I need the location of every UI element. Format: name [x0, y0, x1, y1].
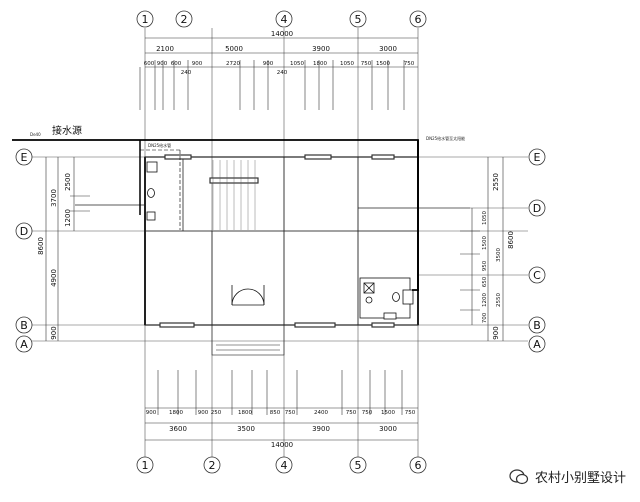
axis-left-B: B	[20, 319, 28, 332]
bottom-detail-3: 900	[198, 410, 209, 416]
top-detail-11: 1500	[376, 61, 390, 67]
bottom-total: 14000	[271, 441, 293, 449]
axis-top-2: 2	[181, 13, 188, 26]
bottom-detail-1: 900	[146, 410, 157, 416]
top-span-2: 5000	[225, 45, 243, 53]
bottom-detail-10: 750	[362, 410, 373, 416]
right-outer-3: 900	[492, 326, 500, 339]
watermark-text: 农村小别墅设计	[534, 471, 626, 486]
water-supply-pipe	[12, 139, 419, 291]
top-total: 14000	[271, 30, 293, 38]
top-detail-6: 900	[263, 61, 274, 67]
plumbing-fixtures	[146, 161, 414, 320]
axis-top-1: 1	[142, 13, 149, 26]
right-inner-4: 650	[482, 276, 488, 287]
bottom-detail-12: 750	[405, 410, 416, 416]
axis-right-D: D	[533, 202, 541, 215]
right-dimension-text: 2550 8600 900 1050 1500 950 650 1200 700…	[482, 173, 515, 340]
left-seg-1: 3700	[50, 189, 58, 207]
left-inner-2: 1200	[64, 209, 72, 227]
top-detail-5: 2720	[226, 61, 240, 67]
bottom-detail-2: 1800	[169, 410, 183, 416]
window-openings	[159, 154, 395, 328]
top-detail-1: 600	[144, 61, 155, 67]
top-240-b: 240	[277, 70, 288, 76]
dimension-lines	[45, 37, 504, 441]
bottom-detail-8: 2400	[314, 410, 328, 416]
right-inner-5: 1200	[482, 293, 488, 307]
top-detail-9: 1050	[340, 61, 354, 67]
top-detail-12: 750	[404, 61, 415, 67]
top-span-1: 2100	[156, 45, 174, 53]
left-inner-1: 2500	[64, 173, 72, 191]
water-source-label: 接水源	[52, 124, 82, 137]
top-span-4: 3000	[379, 45, 397, 53]
axis-bottom-2: 2	[209, 459, 216, 472]
pipe-tag: De40	[30, 132, 41, 137]
axis-bubble-labels: 1 2 4 5 6 1 2 4 5 6 E D B A E D C B A	[20, 13, 541, 472]
bottom-dimension-text: 900 1800 900 250 1800 850 750 2400 750 7…	[146, 410, 416, 449]
bottom-detail-7: 750	[285, 410, 296, 416]
right-inner-3: 950	[482, 260, 488, 271]
bottom-detail-5: 1800	[238, 410, 252, 416]
bottom-detail-11: 1500	[381, 410, 395, 416]
right-inner-8: 2550	[496, 293, 502, 307]
axis-bottom-1: 1	[142, 459, 149, 472]
right-inner-2: 1500	[482, 236, 488, 250]
top-detail-10: 750	[361, 61, 372, 67]
top-240-a: 240	[181, 70, 192, 76]
right-outer-2: 8600	[507, 231, 515, 249]
watermark: 农村小别墅设计	[504, 465, 630, 488]
left-seg-3: 900	[50, 326, 58, 339]
building-walls	[75, 140, 470, 356]
top-detail-2: 900	[157, 61, 168, 67]
axis-top-6: 6	[415, 13, 422, 26]
top-detail-8: 1800	[313, 61, 327, 67]
axis-bottom-5: 5	[355, 459, 362, 472]
axis-grid-lines	[32, 28, 528, 458]
axis-top-4: 4	[281, 13, 288, 26]
entrance-door	[231, 285, 265, 306]
top-dimension-text: 14000 2100 5000 3900 3000 600 900 600 90…	[144, 30, 415, 76]
axis-bottom-6: 6	[415, 459, 422, 472]
axis-right-A: A	[533, 338, 541, 351]
bottom-detail-9: 750	[346, 410, 357, 416]
stairs	[212, 160, 256, 230]
axis-left-D: D	[20, 225, 28, 238]
axis-bottom-4: 4	[281, 459, 288, 472]
wechat-icon	[509, 468, 529, 484]
axis-bubbles	[15, 10, 546, 474]
left-total: 8600	[37, 237, 45, 255]
axis-left-A: A	[20, 338, 28, 351]
bottom-span-2: 3500	[237, 425, 255, 433]
top-detail-3: 600	[171, 61, 182, 67]
left-seg-2: 4900	[50, 269, 58, 287]
axis-right-B: B	[533, 319, 541, 332]
axis-right-E: E	[534, 151, 541, 164]
pipe-note-right: DN25给水管至太阳能	[426, 135, 465, 141]
top-detail-4: 900	[192, 61, 203, 67]
left-dimension-text: 8600 3700 4900 900 2500 1200	[37, 173, 72, 340]
bottom-span-4: 3000	[379, 425, 397, 433]
bottom-detail-4: 250	[211, 410, 222, 416]
right-inner-6: 700	[482, 312, 488, 323]
right-inner-7: 3500	[496, 248, 502, 262]
bottom-span-1: 3600	[169, 425, 187, 433]
bottom-detail-6: 850	[270, 410, 281, 416]
bottom-span-3: 3900	[312, 425, 330, 433]
pipe-note-left: DN25给水管	[148, 142, 171, 148]
axis-left-E: E	[21, 151, 28, 164]
right-outer-1: 2550	[492, 173, 500, 191]
axis-top-5: 5	[355, 13, 362, 26]
top-span-3: 3900	[312, 45, 330, 53]
axis-right-C: C	[533, 269, 541, 282]
right-inner-1: 1050	[482, 211, 488, 225]
top-detail-7: 1050	[290, 61, 304, 67]
pipe-annotations: 接水源 De40 DN25给水管 DN25给水管至太阳能	[30, 124, 465, 148]
